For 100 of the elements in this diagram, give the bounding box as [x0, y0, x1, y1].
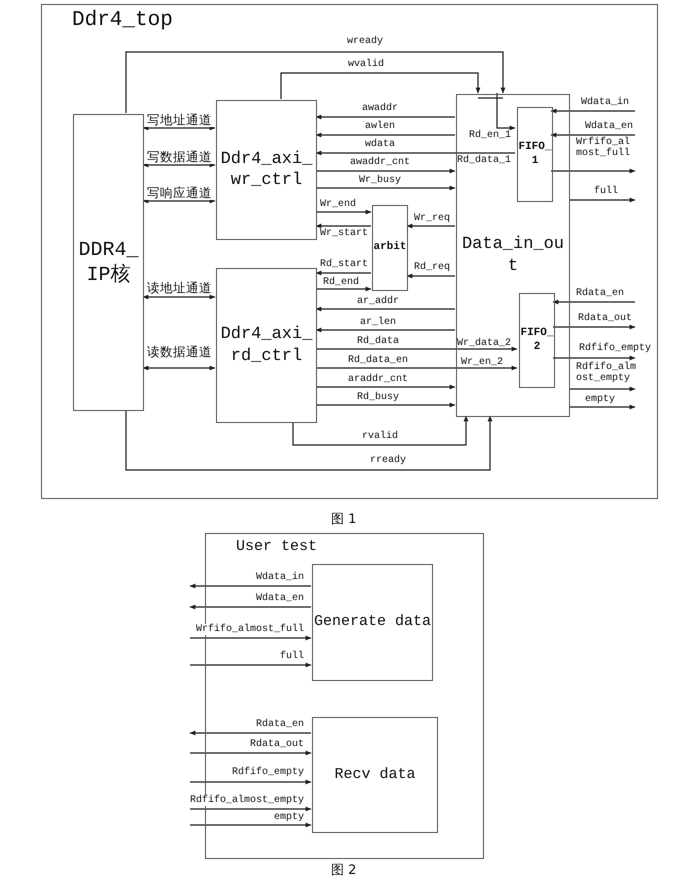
signal-label: Wr_start: [319, 228, 370, 239]
signal-arrow: [189, 730, 311, 736]
figure-caption: 图 2: [331, 863, 356, 878]
signal-label: Rd_en_1: [468, 130, 512, 141]
signal-label: 写地址通道: [146, 113, 213, 127]
module-name: Data_in_ou t: [460, 234, 566, 277]
signal-label: 读数据通道: [146, 345, 213, 359]
double-arrow: [142, 162, 216, 168]
signal-arrow: [315, 132, 455, 138]
fifo-box: [517, 107, 553, 202]
pin-label: Wr_data_2: [457, 338, 512, 350]
signal-arrow: [125, 410, 492, 471]
signal-arrow: [316, 366, 518, 370]
signal-arrow: [569, 198, 636, 202]
signal-arrow: [316, 186, 456, 190]
signal-arrow: [292, 415, 468, 446]
signal-arrow: [190, 750, 312, 756]
fifo-box: [519, 293, 555, 388]
module-name: DDR4_ IP核: [77, 238, 140, 288]
signal-arrow: [316, 210, 372, 214]
signal-arrow: [190, 806, 312, 812]
signal-arrow: [190, 780, 312, 784]
signal-arrow: [190, 662, 312, 668]
signal-label: Wr_req: [413, 213, 452, 224]
signal-label: Rdata_out: [577, 313, 634, 324]
signal-arrow: [315, 114, 455, 120]
module-box: [216, 268, 317, 423]
module-name: User test: [236, 538, 318, 555]
figure-caption: 图 1: [331, 512, 356, 527]
signal-arrow: [550, 108, 635, 114]
signal-label: Wrfifo_almost_full: [194, 624, 305, 635]
signal-label: 读地址通道: [146, 281, 213, 295]
signal-label: araddr_cnt: [347, 374, 409, 385]
signal-arrow: [569, 404, 636, 410]
module-name: Recv data: [334, 766, 416, 784]
signal-arrow: [190, 636, 312, 640]
signal-label: Rdata_en: [575, 288, 626, 299]
signal-arrow: [315, 224, 371, 228]
module-name: FIFO_ 1: [518, 140, 552, 168]
double-arrow: [142, 198, 216, 204]
signal-arrow: [316, 286, 372, 292]
signal-label: Rdfifo_empty: [578, 343, 652, 354]
signal-arrow: [315, 306, 455, 312]
signal-label: ar_len: [359, 317, 397, 328]
signal-arrow: [189, 584, 311, 588]
signal-label: empty: [272, 812, 305, 823]
module-box: [456, 94, 570, 417]
signal-label: rready: [369, 455, 407, 466]
signal-arrow: [569, 386, 636, 392]
signal-arrow: [553, 356, 636, 360]
signal-arrow: [406, 274, 455, 278]
module-box: [41, 4, 658, 499]
signal-label: Rd_req: [413, 262, 452, 273]
double-arrow: [142, 366, 216, 370]
signal-label: empty: [584, 394, 616, 405]
signal-arrow: [315, 270, 371, 276]
pin-label: Rd_data_1: [457, 155, 512, 167]
module-box: [73, 114, 144, 411]
module-box: [372, 205, 408, 291]
signal-label: Wr_busy: [358, 175, 402, 186]
signal-label: Wdata_en: [584, 121, 634, 132]
signal-label: Rd_busy: [356, 392, 400, 403]
pin-label: Wr_en_2: [461, 357, 504, 369]
module-box: [312, 717, 438, 833]
module-name: FIFO_ 2: [520, 326, 554, 354]
signal-arrow: [316, 402, 456, 408]
signal-arrow: [315, 328, 455, 332]
signal-label: Wdata_in: [254, 572, 305, 583]
signal-label: Rdata_out: [248, 739, 305, 750]
module-name: Generate data: [314, 613, 432, 632]
signal-arrow: [553, 324, 636, 330]
signal-label: Wdata_en: [254, 593, 305, 604]
signal-arrow: [551, 168, 636, 174]
signal-label: ar_addr: [356, 296, 400, 307]
signal-label: Wr_end: [319, 199, 358, 210]
signal-arrow: [190, 822, 312, 828]
signal-label: Wdata_in: [580, 97, 630, 108]
module-name: Ddr4_axi_ rd_ctrl: [220, 324, 314, 367]
signal-label: 写数据通道: [146, 150, 213, 164]
double-arrow: [142, 126, 216, 130]
signal-arrow: [280, 72, 480, 99]
signal-arrow: [315, 150, 515, 156]
signal-label: 写响应通道: [146, 186, 213, 200]
signal-label: Rd_end: [322, 277, 360, 288]
signal-arrow: [316, 346, 518, 352]
double-arrow: [142, 294, 216, 300]
signal-label: Wrfifo_al most_full: [575, 137, 632, 159]
signal-arrow: [477, 92, 516, 130]
signal-arrow: [316, 168, 456, 174]
signal-arrow: [316, 384, 456, 390]
signal-label: wready: [346, 36, 384, 47]
signal-arrow: [552, 300, 635, 304]
module-box: [312, 564, 433, 681]
signal-label: Rd_data: [356, 336, 400, 347]
signal-label: awaddr_cnt: [349, 157, 411, 168]
signal-arrow: [550, 132, 635, 138]
signal-arrow: [189, 604, 311, 610]
module-name: Ddr4_axi_ wr_ctrl: [220, 148, 314, 192]
signal-label: Rdfifo_almost_empty: [188, 795, 305, 806]
module-name: Ddr4_top: [72, 9, 173, 32]
